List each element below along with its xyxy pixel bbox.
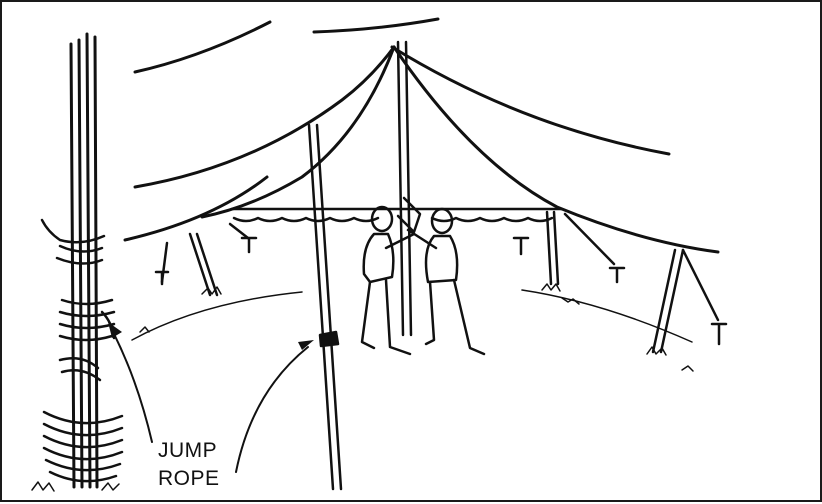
ground-grass [32,284,693,491]
lashed-pole [71,34,97,487]
left-side-poles [156,224,256,295]
center-pole [398,42,411,335]
front-side-pole [309,125,341,489]
tent-back-wall [232,209,562,221]
tent-canopy [125,19,718,252]
callout-label-rope: ROPE [158,468,220,489]
right-side-poles [514,212,726,352]
callout-label-jump: JUMP [158,440,217,461]
